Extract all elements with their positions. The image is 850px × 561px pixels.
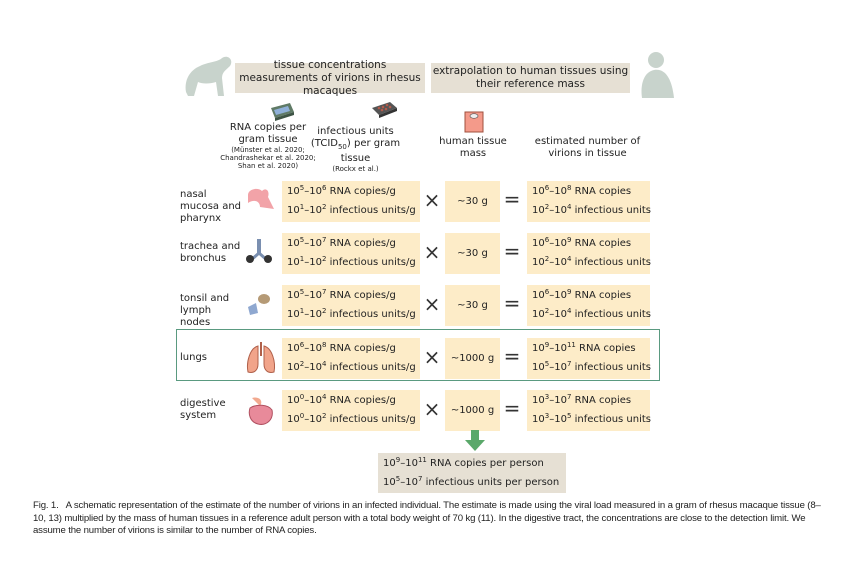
tissue-mass-box: ~30 g [445, 181, 500, 222]
estimated-infectious: 102–104 infectious units [532, 203, 652, 217]
tissue-mass-box: ~1000 g [445, 390, 500, 431]
figure-caption: Fig. 1. A schematic representation of th… [33, 500, 823, 538]
tissue-label: tonsil and lymph nodes [180, 293, 230, 328]
caption-label: Fig. 1. [33, 500, 59, 511]
caption-text: A schematic representation of the estima… [33, 500, 821, 536]
rna-column-refs: (Münster et al. 2020; Chandrashekar et a… [220, 146, 316, 170]
estimated-rna: 103–107 RNA copies [532, 393, 632, 407]
tissue-label: nasal mucosa and pharynx [180, 189, 242, 224]
tissue-label: lungs [180, 352, 208, 363]
estimated-virions-box: 106–109 RNA copies 102–104 infectious un… [527, 285, 652, 326]
infectious-per-gram: 101–102 infectious units/g [287, 255, 416, 269]
rna-per-gram: 105–107 RNA copies/g [287, 236, 396, 250]
estimated-virions-box: 106–109 RNA copies 102–104 infectious un… [527, 233, 652, 274]
estimated-rna: 106–109 RNA copies [532, 236, 632, 250]
estimated-rna: 106–108 RNA copies [532, 184, 632, 198]
rna-per-gram: 100–104 RNA copies/g [287, 393, 396, 407]
rna-per-gram: 105–106 RNA copies/g [287, 184, 396, 198]
well-plate-icon [372, 102, 397, 118]
column-header-infectious: infectious units (TCID50) per gram tissu… [308, 126, 403, 173]
tissue-mass-box: ~30 g [445, 233, 500, 274]
total-infectious: 105–107 infectious units per person [383, 475, 560, 489]
column-header-rna: RNA copies per gram tissue (Münster et a… [218, 122, 318, 170]
lungs-highlight-frame [176, 329, 660, 381]
bronchus-icon [246, 239, 272, 263]
tissue-label: trachea and bronchus [180, 241, 241, 264]
macaque-concentration-box: 105–107 RNA copies/g 101–102 infectious … [282, 285, 420, 326]
estimated-infectious: 105–107 infectious units [532, 360, 652, 374]
estimated-virions-box: 106–108 RNA copies 102–104 infectious un… [527, 181, 652, 222]
equals-sign: = [503, 291, 521, 315]
estimated-virions-box: 109–1011 RNA copies 105–107 infectious u… [527, 338, 652, 379]
weighing-scale-icon [464, 111, 484, 133]
header-macaque-measurements: tissue concentrations measurements of vi… [235, 59, 425, 97]
rna-per-gram: 106–108 RNA copies/g [287, 341, 396, 355]
multiply-sign: × [423, 240, 441, 264]
equals-sign: = [503, 239, 521, 263]
nasal-cavity-icon [248, 188, 274, 209]
estimated-virions-box: 103–107 RNA copies 103–105 infectious un… [527, 390, 652, 431]
equals-sign: = [503, 344, 521, 368]
equals-sign: = [503, 187, 521, 211]
multiply-sign: × [423, 188, 441, 212]
infectious-per-gram: 101–102 infectious units/g [287, 307, 416, 321]
lymph-node-icon [248, 294, 270, 315]
estimated-rna: 106–109 RNA copies [532, 288, 632, 302]
infectious-per-gram: 100–102 infectious units/g [287, 412, 416, 426]
infectious-per-gram: 101–102 infectious units/g [287, 203, 416, 217]
macaque-concentration-box: 106–108 RNA copies/g 102–104 infectious … [282, 338, 420, 379]
macaque-silhouette-icon [185, 56, 232, 96]
rna-per-gram: 105–107 RNA copies/g [287, 288, 396, 302]
tissue-mass-box: ~30 g [445, 285, 500, 326]
multiply-sign: × [423, 292, 441, 316]
equals-sign: = [503, 396, 521, 420]
pcr-machine-icon [271, 103, 294, 121]
column-header-mass: human tissue mass [439, 136, 507, 159]
down-arrow-icon [465, 430, 485, 451]
rna-column-title: RNA copies per gram tissue [229, 122, 307, 145]
macaque-concentration-box: 105–106 RNA copies/g 101–102 infectious … [282, 181, 420, 222]
lungs-icon [247, 342, 275, 373]
macaque-concentration-box: 105–107 RNA copies/g 101–102 infectious … [282, 233, 420, 274]
estimated-rna: 109–1011 RNA copies [532, 341, 636, 355]
macaque-concentration-box: 100–104 RNA copies/g 100–102 infectious … [282, 390, 420, 431]
infectious-per-gram: 102–104 infectious units/g [287, 360, 416, 374]
digestive-system-icon [248, 397, 273, 425]
total-rna: 109–1011 RNA copies per person [383, 456, 544, 470]
multiply-sign: × [423, 397, 441, 421]
tissue-mass-box: ~1000 g [445, 338, 500, 379]
infectious-column-title: infectious units (TCID50) per gram tissu… [310, 126, 401, 164]
total-per-person-box: 109–1011 RNA copies per person 105–107 i… [378, 453, 566, 493]
column-header-estimate: estimated number of virions in tissue [534, 136, 641, 159]
human-silhouette-icon [641, 52, 674, 98]
tissue-label: digestive system [180, 398, 226, 421]
infectious-column-refs: (Rockx et al.) [332, 165, 379, 173]
estimated-infectious: 103–105 infectious units [532, 412, 652, 426]
estimated-infectious: 102–104 infectious units [532, 255, 652, 269]
multiply-sign: × [423, 345, 441, 369]
header-human-extrapolation: extrapolation to human tissues using the… [431, 63, 630, 93]
estimated-infectious: 102–104 infectious units [532, 307, 652, 321]
